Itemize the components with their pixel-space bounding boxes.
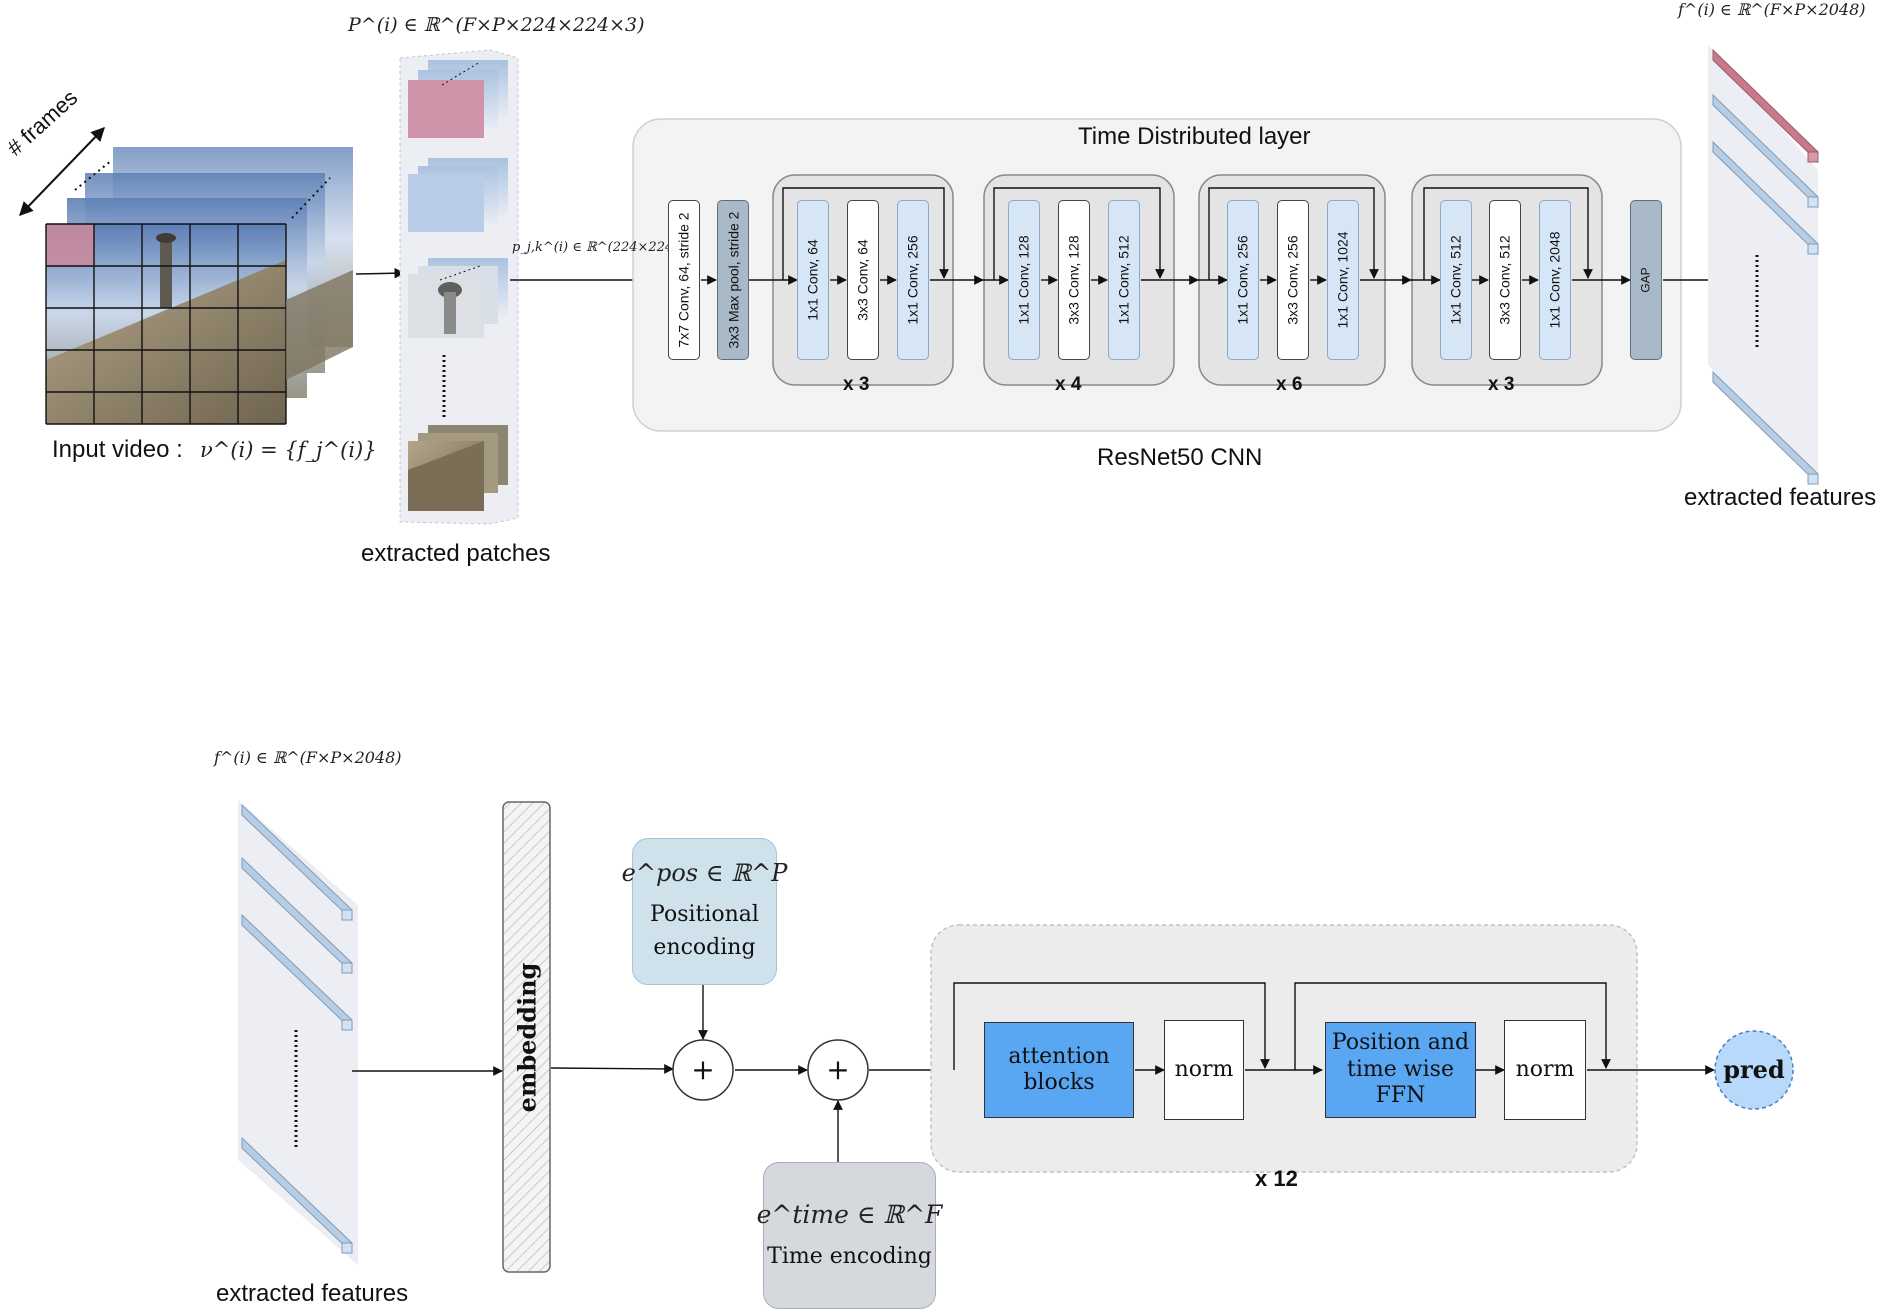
g3-layer-2: 3x3 Conv, 256 [1277,200,1309,360]
g1-layer-1: 1x1 Conv, 64 [797,200,829,360]
front-frame [45,223,287,425]
positional-encoding-box: e^pos ∈ ℝ^P Positional encoding [622,838,787,985]
pred-label: pred [1723,1054,1785,1084]
norm-box-2: norm [1504,1020,1586,1120]
time-formula: e^time ∈ ℝ^F [756,1200,943,1230]
attention-blocks: attention blocks [984,1022,1134,1118]
g2-layer-3: 1x1 Conv, 512 [1108,200,1140,360]
g4-layer-1: 1x1 Conv, 512 [1440,200,1472,360]
bottom-features-slab [238,800,358,1265]
plus-circle-pos [672,1039,734,1101]
resnet-label: ResNet50 CNN [1097,444,1263,471]
g2-layer-1: 1x1 Conv, 128 [1008,200,1040,360]
pred-circle [1714,1030,1794,1110]
g4-layer-3: 1x1 Conv, 2048 [1539,200,1571,360]
input-video-frames [45,147,353,425]
input-video-formula: ν^(i) = {f_j^(i)} [200,438,377,462]
embedding-label: embedding [512,962,541,1112]
g2-layer-2: 3x3 Conv, 128 [1058,200,1090,360]
g3-layer-3: 1x1 Conv, 1024 [1327,200,1359,360]
frames-axis-arrow [19,126,105,217]
extracted-patches-label: extracted patches [361,540,551,567]
pos-label: Positional encoding [650,901,759,960]
time-encoding-box: e^time ∈ ℝ^F Time encoding [757,1162,942,1309]
norm-box-1: norm [1164,1020,1244,1120]
g3-repeat: x 6 [1276,374,1303,395]
ffn-block: Position and time wise FFN [1325,1022,1476,1118]
time-distributed-label: Time Distributed layer [1078,123,1311,150]
g2-repeat: x 4 [1055,374,1082,395]
plus-circle-time [807,1039,869,1101]
gap-layer: GAP [1630,200,1662,360]
top-extracted-features-label: extracted features [1684,484,1877,511]
bottom-features-formula: f^(i) ∈ ℝ^(F×P×2048) [214,748,402,767]
input-video-label: Input video : [52,436,183,463]
embedding-bar [502,801,551,1273]
g4-layer-2: 3x3 Conv, 512 [1489,200,1521,360]
g4-repeat: x 3 [1488,374,1515,395]
time-label: Time encoding [767,1244,932,1270]
stem-conv-layer: 7x7 Conv, 64, stride 2 [668,200,700,360]
plus-sign-time: + [826,1053,850,1087]
g1-repeat: x 3 [843,374,870,395]
top-features-slab [1708,45,1819,486]
transformer-repeat: x 12 [1255,1166,1298,1191]
patch-formula: p_j,k^(i) ∈ ℝ^(224×224×3) [512,240,698,255]
stem-maxpool-layer: 3x3 Max pool, stride 2 [717,200,749,360]
g3-layer-1: 1x1 Conv, 256 [1227,200,1259,360]
pos-formula: e^pos ∈ ℝ^P [621,859,788,888]
bottom-extracted-features-label: extracted features [216,1280,409,1307]
extracted-patches-slab [399,49,519,525]
top-features-formula: f^(i) ∈ ℝ^(F×P×2048) [1678,0,1866,19]
plus-sign-pos: + [691,1053,715,1087]
g1-layer-3: 1x1 Conv, 256 [897,200,929,360]
g1-layer-2: 3x3 Conv, 64 [847,200,879,360]
patches-formula: P^(i) ∈ ℝ^(F×P×224×224×3) [348,14,645,36]
